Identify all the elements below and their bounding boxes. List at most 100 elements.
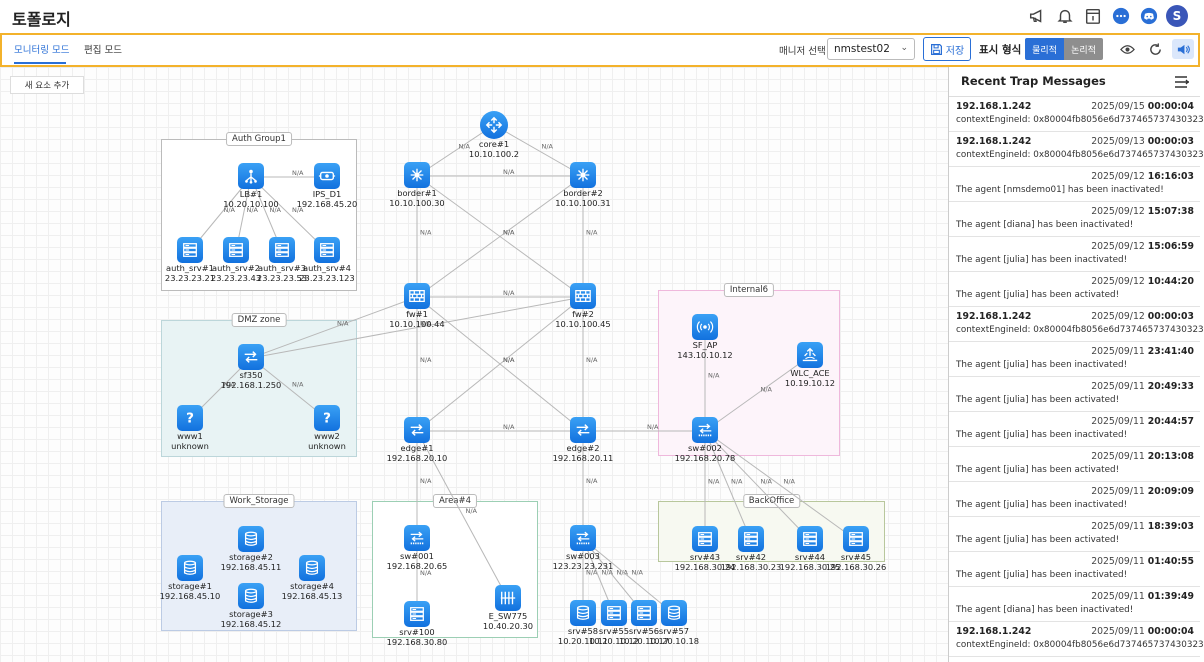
link-border2-fw1[interactable] — [416, 175, 584, 298]
link-fw1-sf350[interactable] — [250, 296, 418, 359]
speaker-icon[interactable] — [1172, 39, 1194, 59]
header-actions: S — [1026, 5, 1188, 27]
group-dmz[interactable]: DMZ zone — [161, 313, 357, 457]
link-label: N/A — [602, 569, 614, 577]
link-edge1-esw[interactable] — [416, 430, 509, 600]
node-ip: 10.19.10.12 — [784, 378, 836, 388]
trap-time: 00:00:04 — [1147, 101, 1194, 112]
trap-timestamp: 2025/09/11 20:49:33 — [1091, 381, 1194, 392]
add-element-button[interactable]: 새 요소 추가 — [10, 76, 84, 94]
avatar[interactable]: S — [1166, 5, 1188, 27]
node-name: srv#56 — [628, 626, 660, 636]
node-ip: 10.10.100.45 — [555, 319, 611, 329]
bell-icon[interactable] — [1054, 5, 1076, 27]
discord-icon[interactable] — [1138, 5, 1160, 27]
trap-timestamp: 2025/09/11 23:41:40 — [1091, 346, 1194, 357]
manager-select[interactable]: nmstest02 ⌄ — [827, 38, 915, 60]
link-sw002-srv42[interactable] — [704, 430, 752, 541]
display-logical-button[interactable]: 논리적 — [1064, 38, 1103, 60]
link-core1-border2[interactable] — [493, 124, 584, 177]
link-sw002-srv44[interactable] — [704, 430, 811, 541]
link-sw003-srv57[interactable] — [582, 538, 675, 615]
link-label: N/A — [784, 478, 796, 486]
refresh-icon[interactable] — [1144, 39, 1166, 59]
node-ip: 10.20.10.11 — [557, 636, 609, 646]
tab-edit-mode[interactable]: 편집 모드 — [84, 45, 122, 56]
trap-text: The agent [nmsdemo01] has been inactivat… — [956, 185, 1164, 195]
topology-canvas[interactable]: 새 요소 추가 Auth Group1 DMZ zone Work_Storag… — [0, 67, 948, 662]
megaphone-icon[interactable] — [1026, 5, 1048, 27]
chat-icon[interactable] — [1110, 5, 1132, 27]
save-button[interactable]: 저장 — [923, 37, 971, 61]
node-ip: 23.23.23.53 — [256, 273, 308, 283]
node-ip: 10.20.10.18 — [648, 636, 700, 646]
node-name: srv#57 — [658, 626, 690, 636]
tab-monitoring-mode[interactable]: 모니터링 모드 — [14, 45, 70, 56]
node-name: srv#58 — [567, 626, 599, 636]
eye-icon[interactable] — [1116, 39, 1138, 59]
node-ip: 192.168.30.80 — [386, 637, 448, 647]
storage-icon — [238, 583, 264, 609]
link-fw2-edge1[interactable] — [416, 296, 584, 432]
group-internal6[interactable]: Internal6 — [658, 283, 840, 456]
calendar-icon[interactable] — [1082, 5, 1104, 27]
link-sw002-wlc[interactable] — [704, 355, 811, 432]
display-physical-button[interactable]: 물리적 — [1025, 38, 1064, 60]
group-area4[interactable]: Area#4 — [372, 494, 538, 638]
link-sw002-srv45[interactable] — [704, 430, 857, 541]
menu-collapse-icon[interactable] — [1174, 74, 1190, 90]
